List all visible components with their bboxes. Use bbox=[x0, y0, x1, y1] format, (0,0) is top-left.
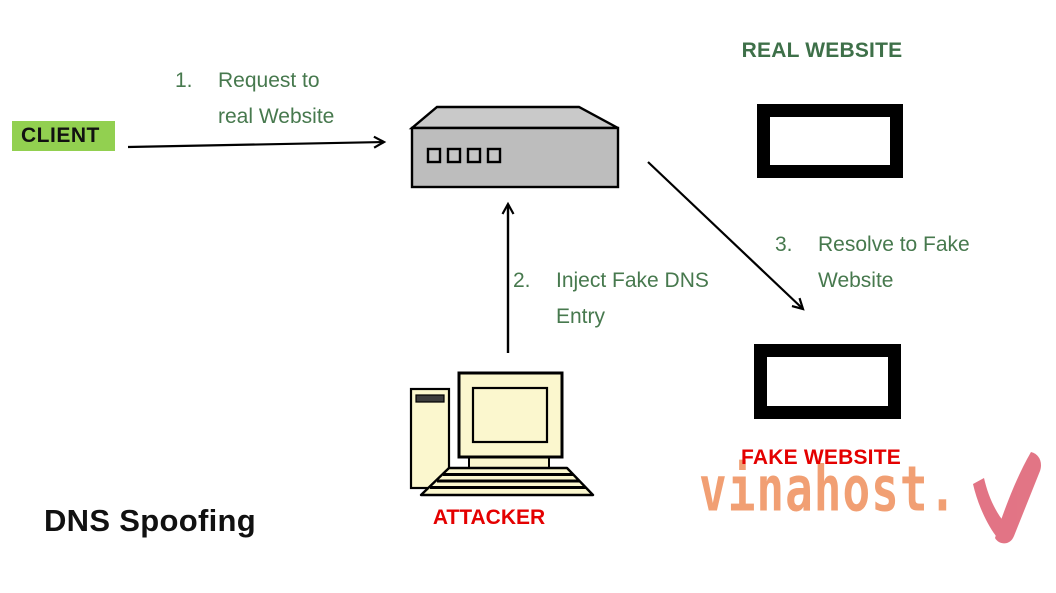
dns-server-icon bbox=[408, 105, 620, 189]
attacker-label: ATTACKER bbox=[432, 506, 546, 529]
attacker-computer-icon bbox=[409, 371, 595, 497]
fake-website-label: FAKE WEBSITE bbox=[741, 446, 901, 469]
step-3-number: 3. bbox=[775, 233, 793, 256]
page-title: DNS Spoofing bbox=[44, 503, 256, 538]
step-2-number: 2. bbox=[513, 269, 531, 292]
arrow-client-to-dns bbox=[127, 135, 387, 149]
step-3-lines: Resolve to Fake Website bbox=[818, 233, 970, 292]
client-label: CLIENT bbox=[21, 124, 100, 147]
step-2-lines: Inject Fake DNS Entry bbox=[556, 269, 709, 328]
step-1-number: 1. bbox=[175, 69, 193, 92]
client-node: CLIENT bbox=[12, 121, 115, 151]
watermark-v-logo-icon bbox=[973, 452, 1041, 544]
real-website-icon bbox=[757, 104, 903, 178]
step-1-lines: Request to real Website bbox=[218, 69, 335, 128]
watermark-vinahost: vinahost. bbox=[699, 450, 957, 528]
watermark-dot: . bbox=[928, 452, 958, 526]
step-2-text: 2. Inject Fake DNS Entry bbox=[513, 263, 709, 335]
fake-website-icon bbox=[754, 344, 901, 419]
watermark-text: vinahost bbox=[699, 452, 929, 526]
step-3-text: 3. Resolve to Fake Website bbox=[775, 227, 970, 299]
step-1-text: 1. Request to real Website bbox=[175, 63, 334, 135]
real-website-title: REAL WEBSITE bbox=[741, 39, 903, 62]
